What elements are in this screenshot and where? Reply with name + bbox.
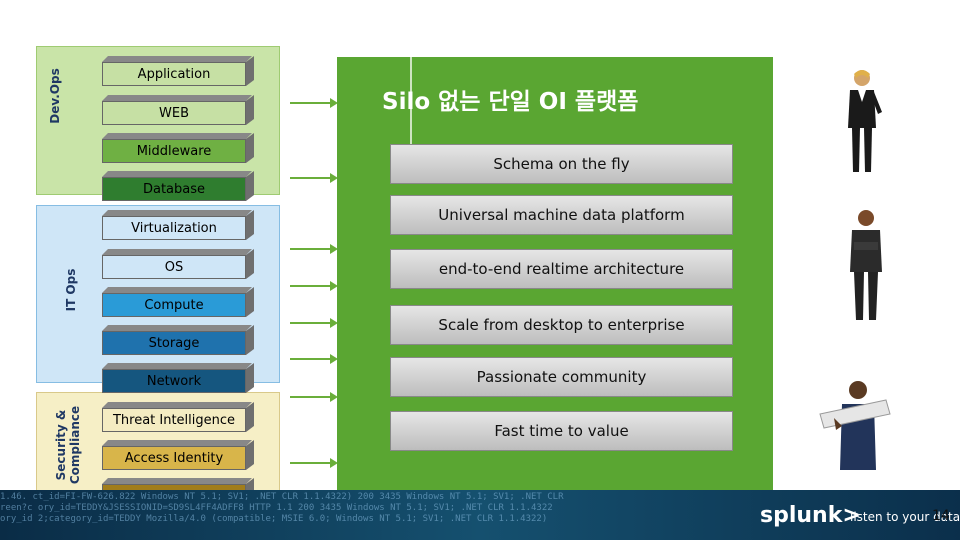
layer-label: Access Identity	[102, 446, 246, 470]
log-line: reen?c ory_id=TEDDY&JSESSIONID=SD9SL4FF4…	[0, 503, 553, 513]
layer-label: OS	[102, 255, 246, 279]
feature-time-to-value: Fast time to value	[390, 411, 733, 451]
arrow-web	[290, 98, 338, 108]
layer-threat-intelligence: Threat Intelligence	[96, 402, 260, 432]
devops-label: Dev.Ops	[48, 68, 62, 124]
worker-with-keyboard-image	[819, 381, 891, 470]
log-lines: 1.46. ct_id=FI-FW-626.822 Windows NT 5.1…	[0, 492, 960, 525]
layer-label: Virtualization	[102, 216, 246, 240]
panel-divider	[410, 57, 412, 147]
layer-access-identity: Access Identity	[96, 440, 260, 470]
security-label-line1: Security &	[54, 409, 68, 481]
security-label-line2: Compliance	[68, 405, 82, 485]
layer-top-face	[102, 56, 252, 62]
layer-side-face	[246, 171, 254, 201]
layer-side-face	[246, 402, 254, 432]
tagline: listen to your data	[850, 510, 960, 524]
layer-top-face	[102, 287, 252, 293]
layer-side-face	[246, 440, 254, 470]
layer-web: WEB	[96, 95, 260, 125]
splunk-logo: splunk>	[760, 503, 861, 528]
itops-label: IT Ops	[64, 268, 78, 312]
log-line: 1.46. ct_id=FI-FW-626.822 Windows NT 5.1…	[0, 492, 564, 502]
layer-label: WEB	[102, 101, 246, 125]
layer-top-face	[102, 133, 252, 139]
arrow-network	[290, 354, 338, 364]
layer-side-face	[246, 56, 254, 86]
layer-top-face	[102, 363, 252, 369]
feature-universal: Universal machine data platform	[390, 195, 733, 235]
layer-top-face	[102, 478, 252, 484]
layer-top-face	[102, 325, 252, 331]
arrow-access	[290, 458, 338, 468]
feature-community: Passionate community	[390, 357, 733, 397]
layer-application: Application	[96, 56, 260, 86]
layer-side-face	[246, 363, 254, 393]
arrow-storage	[290, 318, 338, 328]
layer-top-face	[102, 171, 252, 177]
panel-title: Silo 없는 단일 OI 플랫폼	[382, 89, 639, 115]
layer-top-face	[102, 249, 252, 255]
layer-database: Database	[96, 171, 260, 201]
layer-top-face	[102, 402, 252, 408]
layer-network: Network	[96, 363, 260, 393]
layer-label: Network	[102, 369, 246, 393]
layer-top-face	[102, 210, 252, 216]
layer-label: Middleware	[102, 139, 246, 163]
layer-side-face	[246, 210, 254, 240]
layer-os: OS	[96, 249, 260, 279]
arrow-compute	[290, 281, 338, 291]
layer-label: Compute	[102, 293, 246, 317]
layer-top-face	[102, 95, 252, 101]
layer-label: Threat Intelligence	[102, 408, 246, 432]
businessman-image	[850, 210, 882, 320]
arrow-database	[290, 173, 338, 183]
layer-side-face	[246, 95, 254, 125]
layer-side-face	[246, 249, 254, 279]
layer-label: Database	[102, 177, 246, 201]
layer-side-face	[246, 287, 254, 317]
feature-scale: Scale from desktop to enterprise	[390, 305, 733, 345]
layer-side-face	[246, 133, 254, 163]
layer-label: Application	[102, 62, 246, 86]
arrow-threat	[290, 392, 338, 402]
layer-storage: Storage	[96, 325, 260, 355]
layer-top-face	[102, 440, 252, 446]
arrow-os	[290, 244, 338, 254]
footer-banner: 1.46. ct_id=FI-FW-626.822 Windows NT 5.1…	[0, 490, 960, 540]
layer-virtualization: Virtualization	[96, 210, 260, 240]
feature-schema: Schema on the fly	[390, 144, 733, 184]
layer-compute: Compute	[96, 287, 260, 317]
page-number: 14	[932, 508, 950, 524]
layer-side-face	[246, 325, 254, 355]
log-line: ory_id 2;category_id=TEDDY Mozilla/4.0 (…	[0, 514, 548, 524]
businesswoman-image	[848, 70, 882, 172]
layer-label: Storage	[102, 331, 246, 355]
layer-middleware: Middleware	[96, 133, 260, 163]
feature-realtime: end-to-end realtime architecture	[390, 249, 733, 289]
security-label: Security & Compliance	[54, 395, 82, 495]
